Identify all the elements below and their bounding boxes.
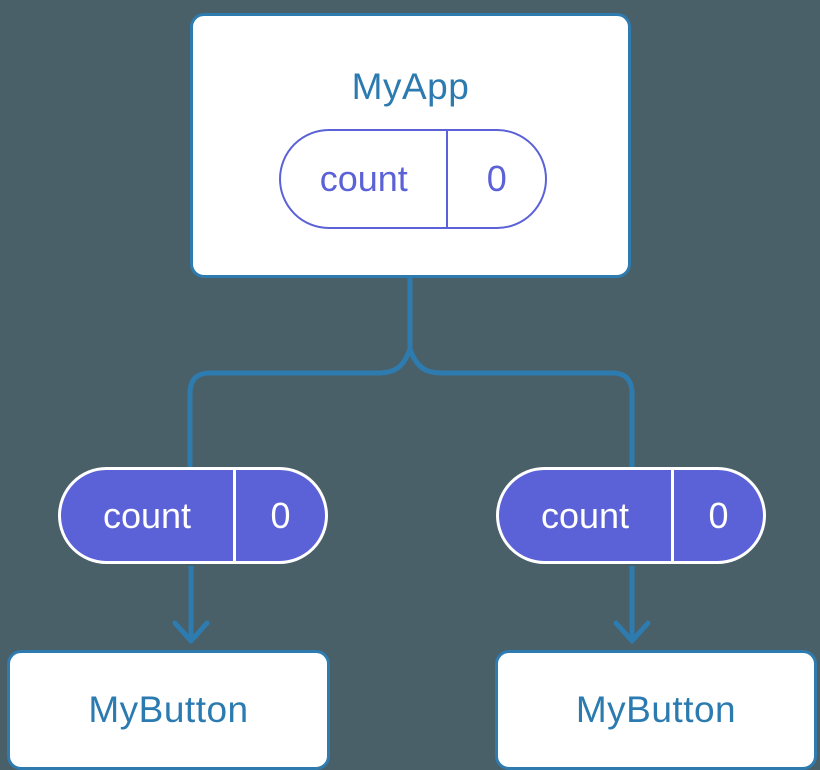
- child-component-card-left[interactable]: MyButton: [7, 650, 330, 770]
- prop-pill-left[interactable]: count 0: [58, 467, 328, 564]
- root-state-value: 0: [446, 131, 545, 227]
- root-state-pill[interactable]: count 0: [279, 129, 547, 229]
- child-component-title-left: MyButton: [88, 689, 249, 730]
- prop-pill-right-value: 0: [671, 470, 763, 561]
- prop-pill-right-key: count: [540, 494, 630, 536]
- wire-branch-right: [407, 348, 635, 467]
- prop-pill-left-value: 0: [233, 470, 325, 561]
- child-component-title-right: MyButton: [575, 689, 737, 730]
- arrowhead-left-icon: [172, 620, 210, 644]
- root-component-title: MyApp: [351, 66, 470, 107]
- prop-pill-right[interactable]: count 0: [496, 467, 766, 564]
- child-component-card-right[interactable]: MyButton: [495, 650, 817, 770]
- prop-pill-left-key: count: [102, 494, 192, 536]
- root-state-key: count: [319, 158, 408, 199]
- wire-branch-left: [187, 348, 413, 467]
- root-component-card[interactable]: MyApp count 0: [190, 13, 631, 278]
- arrowhead-right-icon: [613, 620, 651, 644]
